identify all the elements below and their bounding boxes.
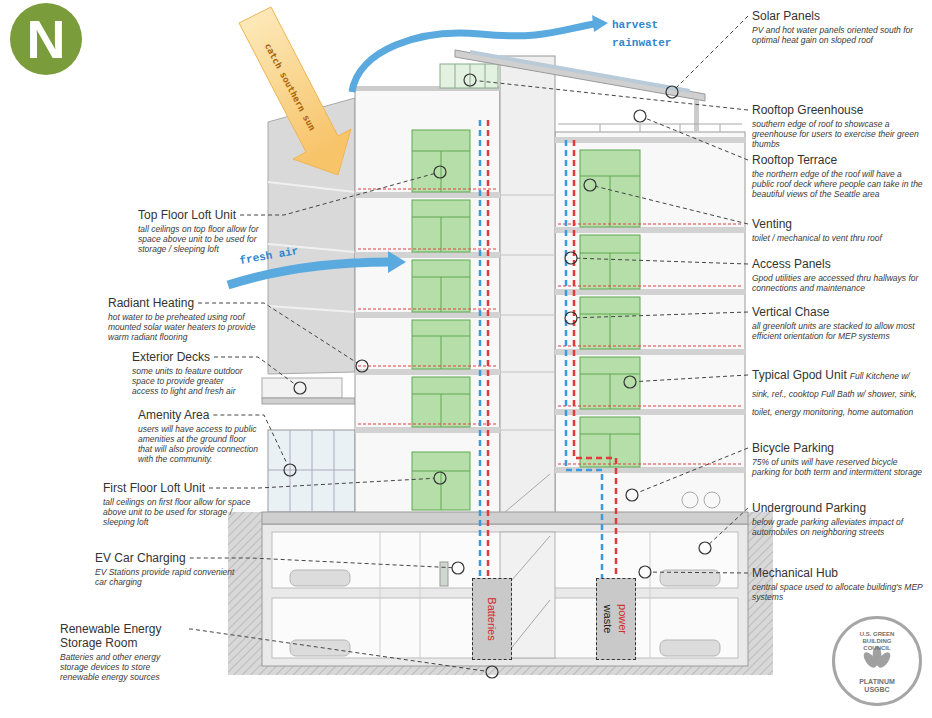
callout: Typical Gpod UnitFull Kitchene w/ sink, … bbox=[752, 365, 924, 419]
callout-heading: Rooftop Terrace bbox=[752, 153, 837, 167]
callout-heading: Radiant Heating bbox=[108, 296, 194, 310]
leader-line bbox=[209, 478, 434, 488]
callout-text: below grade parking alleviates impact of… bbox=[752, 517, 924, 537]
room-label: Batteries bbox=[486, 597, 498, 640]
callout: Vertical Chase all greenloft units are st… bbox=[752, 302, 924, 341]
callout-circle bbox=[284, 464, 296, 476]
callout-text: hot water to be preheated using roof mou… bbox=[108, 312, 258, 342]
leader-line bbox=[577, 312, 748, 318]
callout: Exterior Decks some units to feature outd… bbox=[132, 347, 252, 396]
callout-text: Gpod utilities are accessed thru hallway… bbox=[752, 273, 924, 293]
arrow-label-text: harvest rainwater bbox=[612, 19, 671, 49]
room-label: power bbox=[617, 604, 629, 634]
callout-heading: Rooftop Greenhouse bbox=[752, 103, 863, 117]
callout-circle bbox=[464, 74, 476, 86]
leader-line bbox=[646, 118, 748, 160]
callout-heading: Vertical Chase bbox=[752, 305, 829, 319]
callout: Rooftop Greenhouse southern edge of roof … bbox=[752, 100, 924, 149]
north-letter: N bbox=[27, 12, 66, 66]
callout: Solar Panels PV and hot water panels orie… bbox=[752, 6, 924, 45]
callout-heading: Access Panels bbox=[752, 257, 831, 271]
north-badge: N bbox=[10, 3, 82, 75]
callout-text: all greenloft units are stacked to allow… bbox=[752, 321, 924, 341]
callout-heading: Amenity Area bbox=[138, 408, 209, 422]
callout: Radiant Heating hot water to be preheated… bbox=[108, 293, 258, 342]
leed-badge: U.S. GREEN BUILDING COUNCIL PLATINUMUSGBC bbox=[832, 616, 922, 706]
callout-circle bbox=[294, 382, 306, 394]
leader-line bbox=[636, 375, 748, 382]
callout-circle bbox=[639, 566, 651, 578]
callout-circle bbox=[666, 86, 678, 98]
callout-heading: Typical Gpod Unit bbox=[752, 368, 847, 382]
leader-line bbox=[577, 258, 748, 264]
callout: Underground Parking below grade parking a… bbox=[752, 498, 924, 537]
callout-text: Batteries and other energy storage devic… bbox=[60, 652, 185, 682]
callout-circle bbox=[626, 489, 638, 501]
leader-line bbox=[638, 448, 748, 493]
callout-heading: Renewable Energy Storage Room bbox=[60, 622, 185, 650]
callout-heading: Solar Panels bbox=[752, 9, 820, 23]
badge-text: U.S. GREEN BUILDING COUNCIL bbox=[849, 631, 905, 652]
arrow-label: harvest rainwater bbox=[612, 14, 684, 50]
callout-text: tall ceilings on top floor allow for spa… bbox=[138, 224, 278, 254]
callout-heading: Mechanical Hub bbox=[752, 566, 838, 580]
callout-circle bbox=[434, 472, 446, 484]
callout-text: some units to feature outdoor space to p… bbox=[132, 366, 252, 396]
room-label: waste bbox=[603, 605, 615, 634]
leader-line bbox=[189, 629, 486, 671]
callout: Amenity Area users will have access to pu… bbox=[138, 405, 258, 464]
mechanical-room: wastepower bbox=[596, 578, 636, 660]
leader-line bbox=[709, 508, 748, 544]
callout-circle bbox=[565, 312, 577, 324]
leader-line bbox=[198, 303, 357, 363]
callout: Rooftop Terrace the northern edge of the … bbox=[752, 150, 924, 199]
callout-circle bbox=[624, 376, 636, 388]
callout-circle bbox=[565, 252, 577, 264]
callout-text: the northern edge of the roof will have … bbox=[752, 169, 924, 199]
callout: Mechanical Hub central space used to allo… bbox=[752, 563, 924, 602]
callout: Bicycle Parking 75% of units will have re… bbox=[752, 438, 924, 477]
callout-circle bbox=[356, 360, 368, 372]
callout: First Floor Loft Unit tall ceilings on fi… bbox=[103, 478, 253, 527]
callout-text: 75% of units will have reserved bicycle … bbox=[752, 457, 924, 477]
callout-circle bbox=[486, 666, 498, 678]
callout: Renewable Energy Storage RoomBatteries a… bbox=[60, 622, 185, 682]
callout-circle bbox=[699, 542, 711, 554]
battery-room: Batteries bbox=[472, 578, 512, 660]
callout-circle bbox=[634, 110, 646, 122]
callout-text: central space used to allocate building'… bbox=[752, 582, 924, 602]
leader-line bbox=[676, 16, 748, 88]
leader-line bbox=[476, 81, 748, 110]
leader-line bbox=[240, 174, 434, 215]
callout-text: southern edge of roof to showcase a gree… bbox=[752, 119, 924, 149]
callout-circle bbox=[584, 179, 596, 191]
callout-heading: EV Car Charging bbox=[95, 551, 186, 565]
callout: Venting toilet / mechanical to vent thru … bbox=[752, 214, 924, 243]
callout-text: EV Stations provide rapid convenient car… bbox=[95, 567, 245, 587]
badge-text: USGBC bbox=[864, 686, 889, 694]
callout-circle bbox=[434, 166, 446, 178]
callout-text: users will have access to public ameniti… bbox=[138, 424, 258, 464]
leader-line bbox=[190, 558, 452, 568]
callout-heading: Bicycle Parking bbox=[752, 441, 834, 455]
callout-circle bbox=[452, 562, 464, 574]
callout-text: tall ceilings on first floor allow for s… bbox=[103, 497, 253, 527]
leader-line bbox=[596, 186, 748, 224]
callout-heading: Exterior Decks bbox=[132, 350, 210, 364]
badge-text: PLATINUM bbox=[859, 678, 895, 686]
callout-text: PV and hot water panels oriented south f… bbox=[752, 25, 924, 45]
leader-line bbox=[651, 572, 748, 574]
callout-text: toilet / mechanical to vent thru roof bbox=[752, 233, 924, 243]
callout-heading: Top Floor Loft Unit bbox=[138, 208, 236, 222]
callout-heading: Underground Parking bbox=[752, 501, 866, 515]
callout-heading: First Floor Loft Unit bbox=[103, 481, 205, 495]
callout-heading: Venting bbox=[752, 217, 792, 231]
callout: Access PanelsGpod utilities are accessed… bbox=[752, 254, 924, 293]
callout: EV Car Charging EV Stations provide rapid… bbox=[95, 548, 245, 587]
callout: Top Floor Loft Unit tall ceilings on top … bbox=[138, 205, 278, 254]
